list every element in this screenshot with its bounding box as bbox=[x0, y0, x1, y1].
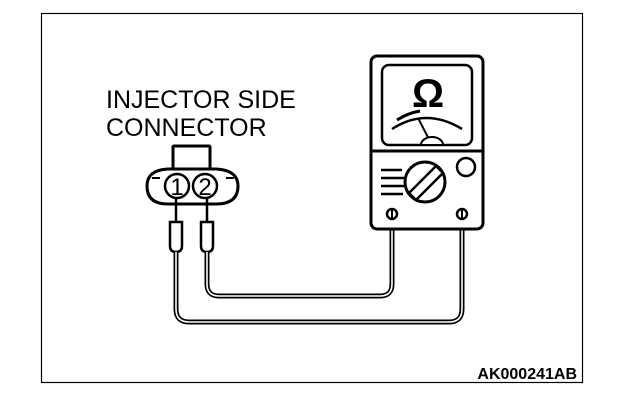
figure-code: AK000241AB bbox=[477, 366, 577, 383]
terminal-1-label: 1 bbox=[170, 174, 183, 201]
ohmmeter bbox=[369, 54, 485, 231]
lead-terminal-2-to-meter bbox=[204, 217, 395, 299]
probe-2-body bbox=[199, 220, 215, 254]
connector-latch bbox=[171, 144, 212, 171]
probe-1-body bbox=[168, 220, 184, 254]
test-probes bbox=[168, 198, 215, 254]
lead-terminal-1-to-meter bbox=[173, 217, 465, 325]
connector-label-line1: INJECTOR SIDE bbox=[106, 86, 296, 114]
ohmmeter-needle-pivot bbox=[419, 136, 445, 146]
test-leads-core bbox=[175, 217, 463, 323]
test-leads bbox=[173, 217, 465, 325]
ohmmeter-scale-arc bbox=[391, 116, 463, 131]
diagram-frame bbox=[40, 12, 584, 384]
ohm-symbol: Ω bbox=[412, 72, 444, 116]
terminal-2-label: 2 bbox=[198, 174, 211, 201]
range-scale-lines bbox=[381, 168, 404, 196]
terminal-2-socket bbox=[191, 172, 219, 200]
connector-label-line2: CONNECTOR bbox=[106, 114, 267, 142]
range-selector-pointer bbox=[407, 164, 445, 202]
zero-adjust-knob bbox=[455, 156, 477, 178]
injector-side-connector bbox=[145, 144, 240, 206]
ohmmeter-scale-tick bbox=[396, 109, 421, 122]
